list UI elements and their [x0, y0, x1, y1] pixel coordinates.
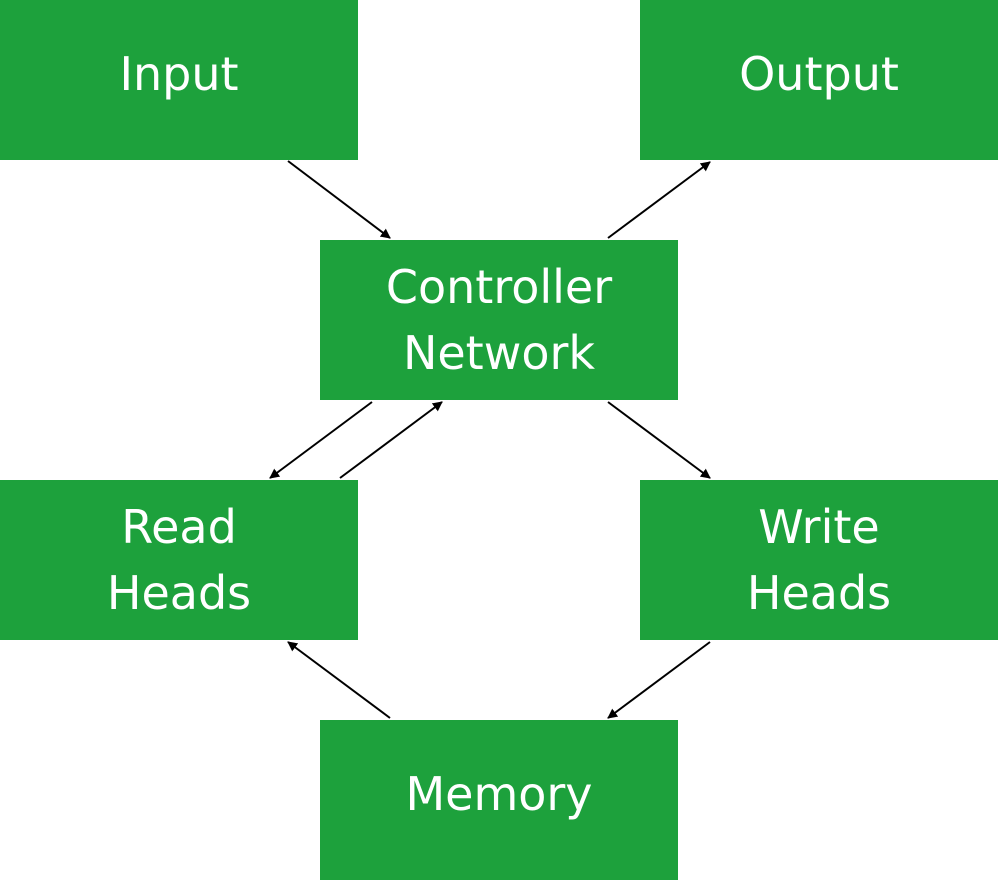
input-node: Input [0, 0, 358, 160]
edge-write-heads-to-memory [607, 641, 711, 719]
write-heads-node: Write Heads [640, 480, 998, 640]
edge-memory-to-read-heads [287, 641, 391, 719]
controller-network-node: Controller Network [320, 240, 678, 400]
output-node: Output [640, 0, 998, 160]
output-label: Output [739, 47, 899, 101]
edge-controller-to-read-heads [269, 401, 373, 479]
write-heads-label-line1: Write [758, 500, 880, 554]
controller-label-line1: Controller [385, 260, 613, 314]
input-label: Input [119, 47, 239, 101]
edge-read-heads-to-controller [339, 401, 443, 479]
memory-node-text: Memory [405, 767, 592, 833]
write-heads-node-text: Write Heads [747, 494, 891, 626]
read-heads-label-line2: Heads [106, 566, 252, 620]
edge-controller-to-write-heads [607, 401, 711, 479]
output-node-text: Output [739, 47, 899, 113]
controller-label-line2: Network [402, 326, 596, 380]
read-heads-node: Read Heads [0, 480, 358, 640]
controller-network-node-text: Controller Network [386, 254, 612, 386]
memory-node: Memory [320, 720, 678, 880]
edge-controller-to-output [607, 161, 711, 239]
write-heads-label-line2: Heads [746, 566, 892, 620]
read-heads-label-line1: Read [121, 500, 237, 554]
read-heads-node-text: Read Heads [107, 494, 251, 626]
edge-input-to-controller [287, 160, 391, 239]
input-node-text: Input [119, 47, 238, 113]
memory-label: Memory [405, 767, 593, 821]
